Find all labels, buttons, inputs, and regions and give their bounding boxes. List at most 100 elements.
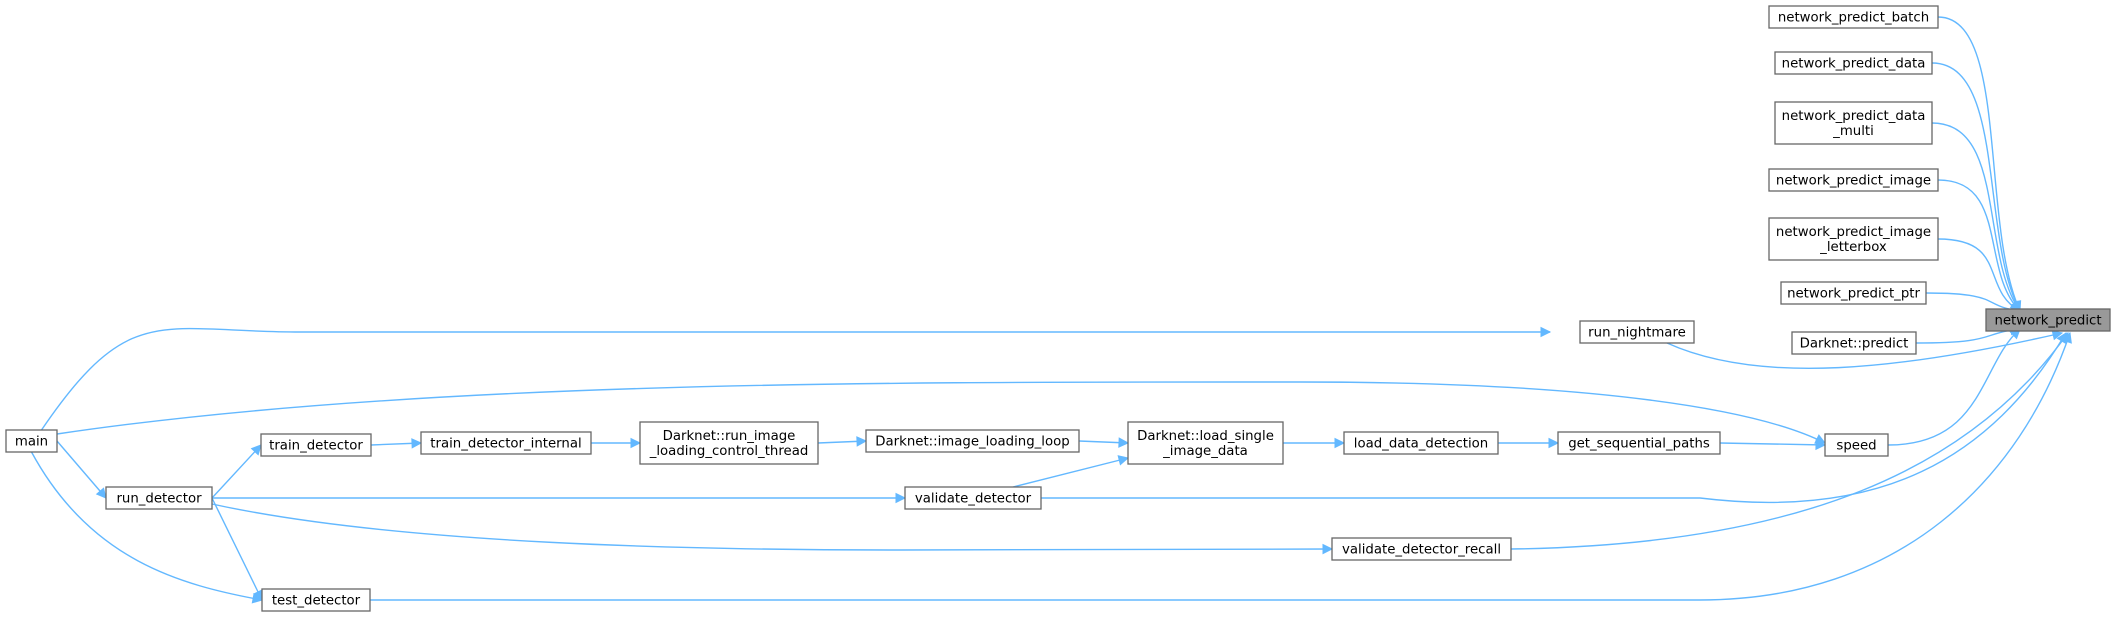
- node-label: network_predict_image: [1776, 225, 1931, 240]
- edge-arrowhead: [895, 492, 907, 504]
- node-label: network_predict_data: [1782, 57, 1926, 72]
- node-train-detector[interactable]: train_detector: [260, 433, 372, 457]
- node-main[interactable]: main: [5, 429, 58, 453]
- edge-validate_detector-to-darknet_load_single_image_data: [1012, 457, 1129, 488]
- node-label: speed: [1836, 439, 1876, 454]
- edge-network_predict_ptr-to-network_predict: [1925, 292, 2021, 312]
- node-label: train_detector: [269, 439, 363, 454]
- node-darknet-image-loading-loop[interactable]: Darknet::image_loading_loop: [865, 429, 1080, 453]
- node-network-predict-batch[interactable]: network_predict_batch: [1768, 5, 1939, 29]
- node-box: [865, 429, 1080, 453]
- edge-network_predict_batch-to-network_predict: [1937, 16, 2021, 312]
- node-network-predict-ptr[interactable]: network_predict_ptr: [1780, 281, 1927, 305]
- edge-arrowhead: [95, 487, 107, 499]
- node-label: train_detector_internal: [430, 437, 581, 452]
- edge-arrowhead: [1815, 439, 1827, 451]
- edge-validate_detector-to-network_predict: [1041, 332, 2067, 504]
- node-label: network_predict_data: [1782, 109, 1926, 124]
- node-label: _loading_control_thread: [649, 444, 809, 459]
- node-box: [1557, 431, 1721, 455]
- edge-run_nightmare-to-network_predict: [1666, 332, 2063, 370]
- node-validate-detector-recall[interactable]: validate_detector_recall: [1331, 537, 1512, 561]
- node-label: _letterbox: [1819, 240, 1887, 255]
- node-box: [1579, 320, 1695, 344]
- node-load-data-detection[interactable]: load_data_detection: [1343, 431, 1499, 455]
- node-test-detector[interactable]: test_detector: [261, 588, 371, 612]
- node-speed[interactable]: speed: [1824, 433, 1889, 457]
- node-darknet-predict[interactable]: Darknet::predict: [1791, 331, 1917, 355]
- node-box: [1768, 168, 1939, 192]
- nodes-layer: network_predict network_predict_batchnetw…: [5, 5, 2111, 612]
- node-label: network_predict_image: [1776, 174, 1931, 189]
- node-run-nightmare[interactable]: run_nightmare: [1579, 320, 1695, 344]
- node-label: Darknet::load_single: [1137, 429, 1274, 444]
- edge-network_predict_data_multi-to-network_predict: [1931, 122, 2021, 312]
- edge-main-to-run_nightmare: [40, 327, 1550, 431]
- node-label: network_predict: [1994, 314, 2101, 329]
- node-label: network_predict_ptr: [1787, 287, 1920, 302]
- edge-arrowhead: [2061, 331, 2072, 344]
- node-label: Darknet::image_loading_loop: [875, 435, 1069, 450]
- node-box: [904, 486, 1042, 510]
- node-label: Darknet::run_image: [663, 429, 796, 444]
- node-box: [1985, 308, 2111, 332]
- node-box: [1774, 51, 1933, 75]
- node-train-detector-internal[interactable]: train_detector_internal: [420, 431, 592, 455]
- edge-validate_detector_recall-to-network_predict: [1510, 332, 2069, 550]
- edge-arrowhead: [1117, 455, 1130, 466]
- node-box: [260, 433, 372, 457]
- edge-main-to-speed: [56, 381, 1826, 444]
- node-label: Darknet::predict: [1800, 337, 1909, 352]
- node-validate-detector[interactable]: validate_detector: [904, 486, 1042, 510]
- node-network-predict-data[interactable]: network_predict_data: [1774, 51, 1933, 75]
- node-box: [1127, 421, 1284, 465]
- node-label: main: [15, 435, 48, 450]
- node-label: validate_detector: [915, 492, 1032, 507]
- edge-arrowhead: [250, 444, 262, 456]
- node-box: [261, 588, 371, 612]
- node-box: [1780, 281, 1927, 305]
- edge-main-to-run_detector: [56, 440, 107, 499]
- node-label: validate_detector_recall: [1342, 543, 1501, 558]
- node-box: [639, 421, 819, 465]
- node-darknet-run-image-loading-control-thread[interactable]: Darknet::run_image_loading_control_threa…: [639, 421, 819, 465]
- edge-arrowhead: [630, 437, 642, 449]
- node-box: [1331, 537, 1512, 561]
- edge-run_detector-to-train_detector: [211, 444, 262, 499]
- node-label: run_nightmare: [1588, 326, 1686, 341]
- edge-network_predict_data-to-network_predict: [1931, 62, 2021, 312]
- edge-arrowhead: [856, 436, 868, 447]
- node-label: network_predict_batch: [1778, 11, 1929, 26]
- node-box: [1343, 431, 1499, 455]
- node-get-sequential-paths[interactable]: get_sequential_paths: [1557, 431, 1721, 455]
- node-network-predict[interactable]: network_predict: [1985, 308, 2111, 332]
- node-network-predict-data-multi[interactable]: network_predict_data_multi: [1774, 101, 1933, 145]
- edge-arrowhead: [251, 593, 264, 604]
- node-label: test_detector: [272, 594, 361, 609]
- edge-test_detector-to-network_predict: [370, 332, 2071, 601]
- edge-get_sequential_paths-to-speed: [1719, 442, 1826, 446]
- node-network-predict-image[interactable]: network_predict_image: [1768, 168, 1939, 192]
- node-run-detector[interactable]: run_detector: [105, 486, 213, 510]
- edge-network_predict_image-to-network_predict: [1937, 179, 2021, 312]
- node-box: [5, 429, 58, 453]
- node-box: [105, 486, 213, 510]
- edge-run_detector-to-validate_detector_recall: [211, 503, 1333, 551]
- node-box: [1824, 433, 1889, 457]
- edge-arrowhead: [1548, 437, 1560, 449]
- edges-layer: [30, 16, 2072, 604]
- node-label: get_sequential_paths: [1568, 437, 1710, 452]
- node-network-predict-image-letterbox[interactable]: network_predict_image_letterbox: [1768, 217, 1939, 261]
- node-label: load_data_detection: [1354, 437, 1488, 452]
- edge-arrowhead: [2051, 329, 2064, 341]
- node-label: _image_data: [1162, 444, 1248, 459]
- node-box: [1768, 217, 1939, 261]
- edge-arrowhead: [1118, 437, 1130, 448]
- edge-speed-to-network_predict: [1887, 328, 2021, 446]
- node-label: _multi: [1832, 124, 1874, 139]
- node-box: [420, 431, 592, 455]
- node-box: [1774, 101, 1933, 145]
- node-darknet-load-single-image-data[interactable]: Darknet::load_single_image_data: [1127, 421, 1284, 465]
- edge-network_predict_image_letterbox-to-network_predict: [1937, 238, 2021, 312]
